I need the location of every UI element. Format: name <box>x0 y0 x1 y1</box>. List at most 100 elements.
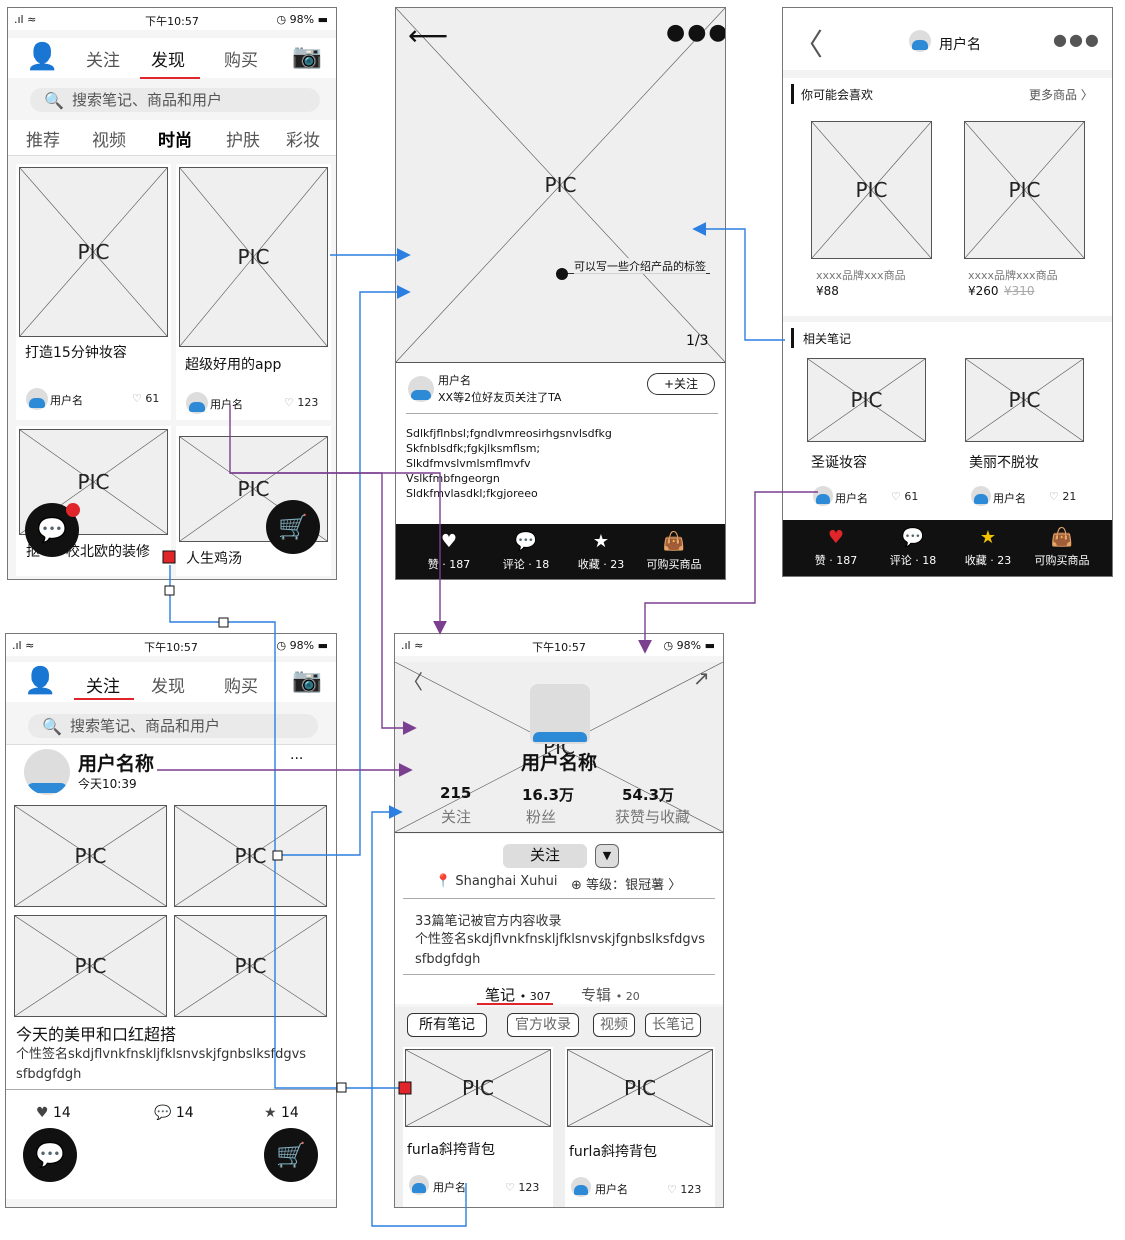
category-tab[interactable]: 推荐 <box>26 131 60 151</box>
note-card[interactable]: PIC furla斜挎背包 用户名 ♡ 123 <box>565 1047 715 1207</box>
fans-count[interactable]: 16.3万 <box>522 786 575 804</box>
avatar[interactable] <box>813 486 833 506</box>
note-card[interactable]: PIC 打造15分钟妆容 用户名 ♡ 61 <box>16 164 171 420</box>
heart-icon: ♡ <box>667 1183 677 1196</box>
filter-all-notes[interactable]: 所有笔记 <box>407 1013 487 1037</box>
product-name: xxxx品牌xxx商品 <box>968 269 1058 282</box>
follow-button[interactable]: +关注 <box>647 373 715 395</box>
like-count[interactable]: ♡ 61 <box>132 392 160 405</box>
like-count[interactable]: ♡ 123 <box>667 1183 702 1196</box>
tab-buy[interactable]: 购买 <box>224 51 258 71</box>
more-products-link[interactable]: 更多商品 〉 <box>1029 88 1093 102</box>
back-arrow-icon[interactable]: ⟵ <box>408 19 449 52</box>
collect-count[interactable]: ★ 14 <box>264 1105 299 1121</box>
filter-long-notes[interactable]: 长笔记 <box>645 1013 701 1037</box>
collect-action[interactable]: ★收藏 · 23 <box>953 528 1023 568</box>
note-card[interactable]: PIC 人生鸡汤 <box>176 426 331 576</box>
section-marker <box>791 328 794 348</box>
more-dots-icon[interactable]: ··· <box>290 751 304 767</box>
chat-button[interactable]: 💬 <box>23 1128 77 1182</box>
tab-follow[interactable]: 关注 <box>86 677 120 697</box>
avatar[interactable] <box>571 1177 591 1197</box>
tab-discover[interactable]: 发现 <box>151 51 185 71</box>
following-count[interactable]: 215 <box>440 784 472 802</box>
avatar[interactable] <box>909 30 931 52</box>
buy-products-action[interactable]: 👜可购买商品 <box>639 532 709 572</box>
comment-count[interactable]: 💬 14 <box>154 1105 194 1121</box>
active-tab-underline <box>140 77 200 79</box>
search-input[interactable]: 🔍 搜索笔记、商品和用户 <box>30 88 320 112</box>
tab-follow[interactable]: 关注 <box>86 51 120 71</box>
tab-albums[interactable]: 专辑 • 20 <box>581 986 640 1004</box>
like-action[interactable]: ♥赞 · 187 <box>414 532 484 572</box>
avatar[interactable] <box>971 486 991 506</box>
note-card[interactable]: PIC furla斜挎背包 用户名 ♡ 123 <box>403 1047 553 1207</box>
placeholder-cross <box>396 8 725 362</box>
level-info[interactable]: ⊕ 等级：银冠薯 〉 <box>571 878 682 893</box>
like-count[interactable]: ♡ 123 <box>505 1181 540 1194</box>
cross-line <box>20 168 167 336</box>
avatar[interactable] <box>26 388 48 410</box>
category-tab[interactable]: 视频 <box>92 131 126 151</box>
like-action[interactable]: ♥赞 · 187 <box>801 528 871 568</box>
category-tab-active[interactable]: 时尚 <box>158 131 192 151</box>
tab-buy[interactable]: 购买 <box>224 677 258 697</box>
recommend-title: 你可能会喜欢 <box>801 88 874 102</box>
share-icon[interactable]: ↗ <box>693 666 710 690</box>
user-icon[interactable]: 👤 <box>26 42 59 72</box>
camera-icon[interactable]: 📷 <box>292 666 322 694</box>
like-count[interactable]: ♥ 14 <box>36 1105 71 1121</box>
buy-products-action[interactable]: 👜可购买商品 <box>1027 528 1097 568</box>
star-icon: ★ <box>264 1105 277 1121</box>
comment-action[interactable]: 💬评论 · 18 <box>491 532 561 572</box>
product-image-placeholder[interactable]: PIC <box>964 121 1085 259</box>
post-image-placeholder[interactable]: PIC <box>174 805 327 907</box>
cross-line <box>180 168 327 346</box>
filter-video[interactable]: 视频 <box>593 1013 635 1037</box>
back-arrow-icon[interactable]: 〈 <box>793 28 823 63</box>
like-count[interactable]: ♡ 61 <box>891 490 919 503</box>
avatar[interactable] <box>409 1175 429 1195</box>
pic-label: PIC <box>1008 388 1041 412</box>
category-tab[interactable]: 彩妆 <box>286 131 320 151</box>
avatar[interactable] <box>24 749 70 795</box>
like-count[interactable]: ♡ 21 <box>1049 490 1077 503</box>
product-image-placeholder[interactable]: PIC <box>811 121 932 259</box>
search-input[interactable]: 🔍 搜索笔记、商品和用户 <box>28 714 318 738</box>
filter-official[interactable]: 官方收录 <box>507 1013 579 1037</box>
category-tab[interactable]: 护肤 <box>226 131 260 151</box>
placeholder-cross <box>395 662 723 832</box>
product-tag-dot[interactable] <box>556 268 568 280</box>
more-dots-icon[interactable]: ●●● <box>666 20 726 45</box>
user-icon[interactable]: 👤 <box>24 666 57 696</box>
avatar[interactable] <box>408 376 434 402</box>
post-image-placeholder[interactable]: PIC <box>14 915 167 1017</box>
post-image-placeholder[interactable]: PIC <box>14 805 167 907</box>
cart-button[interactable]: 🛒 <box>264 1128 318 1182</box>
tab-notes[interactable]: 笔记 • 307 <box>485 986 551 1004</box>
like-count[interactable]: ♡ 123 <box>284 396 319 409</box>
related-image-placeholder[interactable]: PIC <box>965 358 1084 442</box>
collect-action[interactable]: ★收藏 · 23 <box>566 532 636 572</box>
dropdown-button[interactable]: ▼ <box>595 844 619 868</box>
comment-icon: 💬 <box>901 527 925 548</box>
heart-icon: ♡ <box>284 396 294 409</box>
profile-avatar[interactable] <box>530 684 590 744</box>
avatar[interactable] <box>186 392 208 414</box>
cart-button[interactable]: 🛒 <box>266 500 320 554</box>
pic-label: PIC <box>462 1076 494 1100</box>
camera-icon[interactable]: 📷 <box>292 42 322 70</box>
likes-collects-label: 获赞与收藏 <box>615 808 691 826</box>
note-card[interactable]: PIC 超级好用的app 用户名 ♡ 123 <box>176 164 331 420</box>
post-image-placeholder[interactable]: PIC <box>174 915 327 1017</box>
product-tag-label[interactable]: 可以写一些介绍产品的标签 <box>574 258 706 274</box>
tab-discover[interactable]: 发现 <box>151 677 185 697</box>
back-arrow-icon[interactable]: 〈 <box>403 670 423 694</box>
pic-label: PIC <box>77 240 110 264</box>
product-price: ¥88 <box>816 284 839 298</box>
more-dots-icon[interactable]: ●●● <box>1053 30 1101 49</box>
follow-button[interactable]: 关注 <box>503 844 587 868</box>
comment-action[interactable]: 💬评论 · 18 <box>878 528 948 568</box>
related-image-placeholder[interactable]: PIC <box>807 358 926 442</box>
likes-collects-count[interactable]: 54.3万 <box>622 786 675 804</box>
